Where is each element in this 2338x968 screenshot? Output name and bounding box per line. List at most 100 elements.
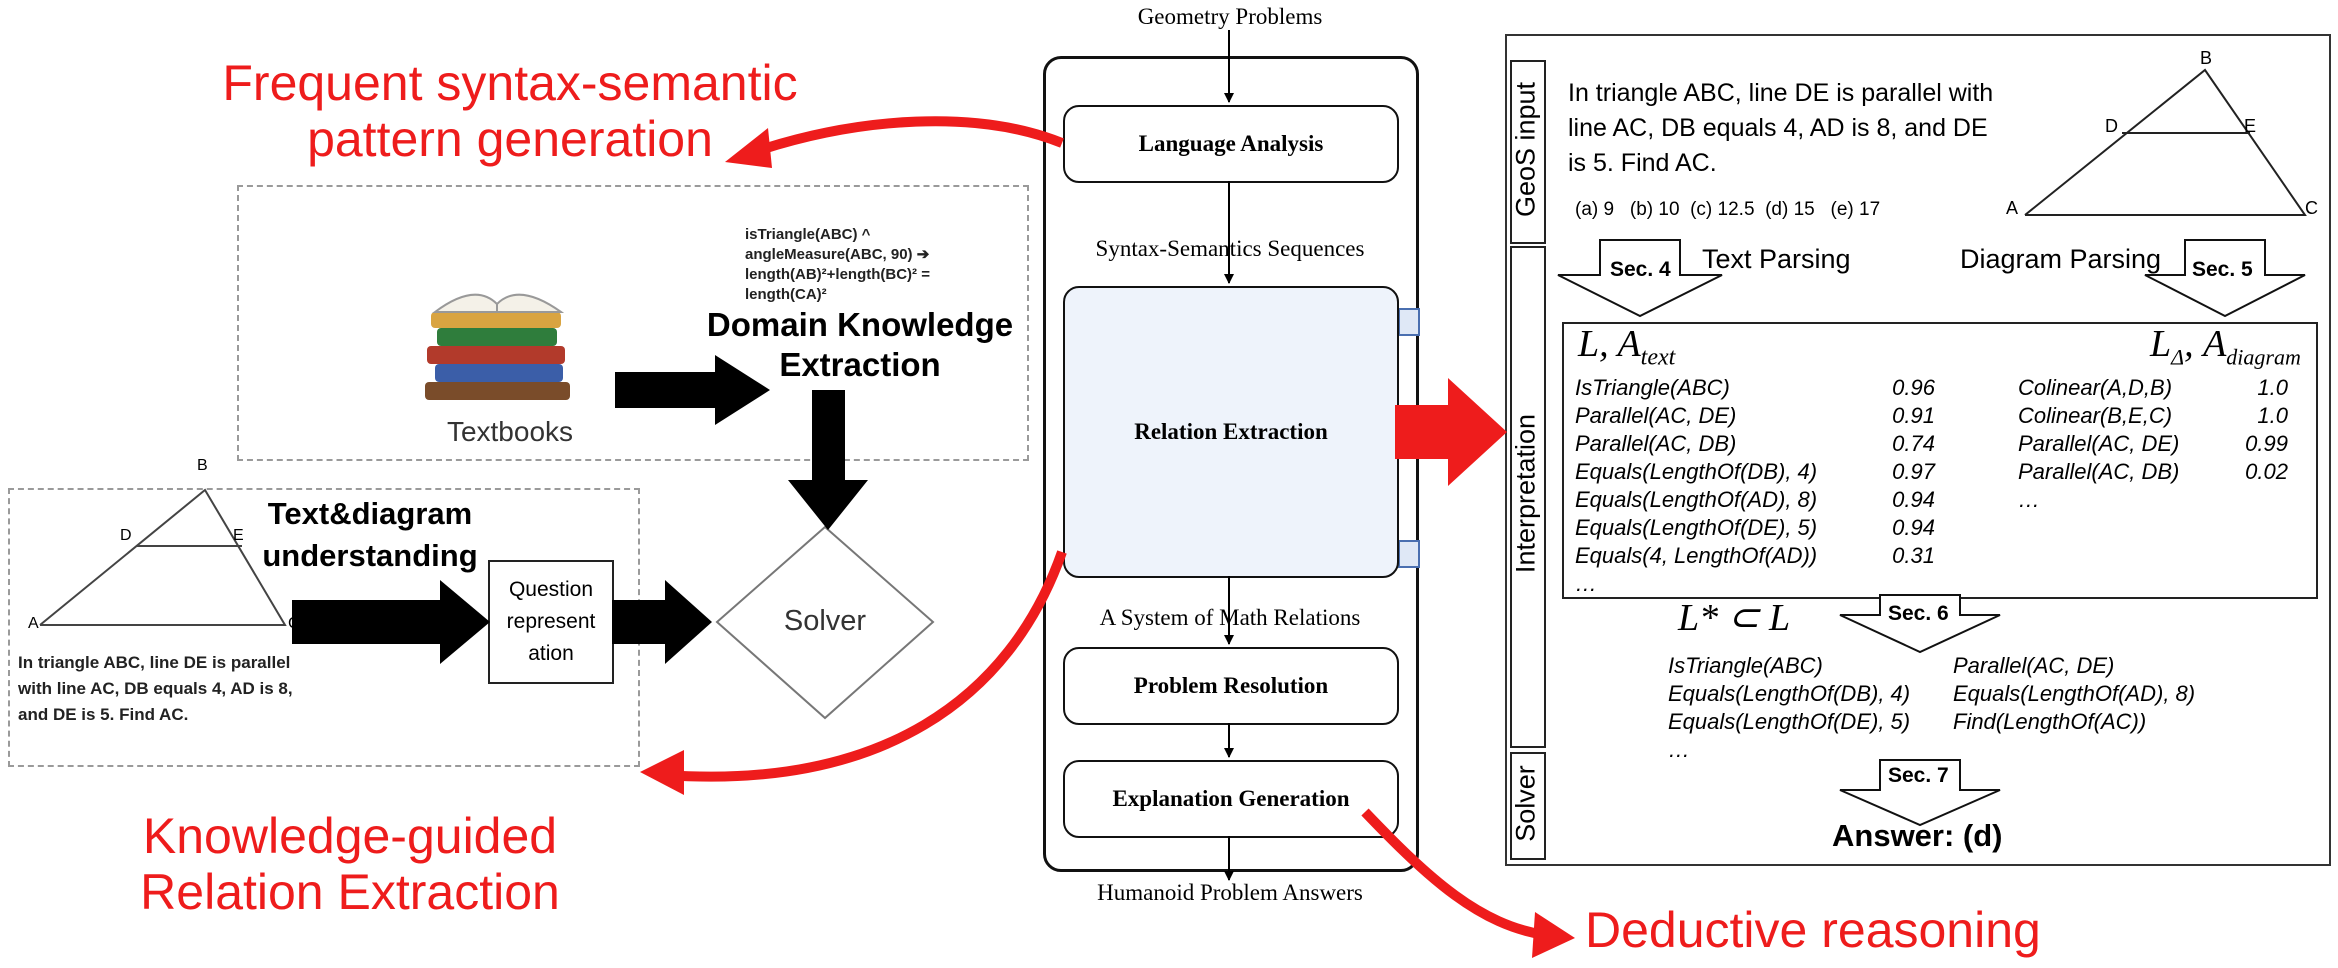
geos-problem-text: In triangle ABC, line DE is parallel wit… (1568, 79, 1994, 177)
formula-line: length(AB)²+length(BC)² = (745, 266, 930, 283)
text-set-header-main: L, A (1578, 323, 1641, 365)
problem-resolution-label: Problem Resolution (1133, 673, 1329, 698)
relation-name: Colinear(B,E,C) (2018, 403, 2173, 428)
books-icon (415, 282, 580, 412)
left-problem-text: In triangle ABC, line DE is parallel wit… (18, 653, 293, 724)
diagram-set-header-sub2: diagram (2226, 344, 2301, 370)
answer-label: Answer: (d) (1832, 818, 2003, 853)
relation-name: Colinear(A,D,B) (2018, 375, 2173, 400)
question-representation-label: Question represent ation (506, 578, 596, 665)
diagram-parsing-label: Diagram Parsing (1960, 244, 2162, 274)
side-label-solver: Solver (1510, 765, 1541, 842)
sec7-label: Sec. 7 (1888, 764, 1949, 787)
side-label-input: GeoS input (1510, 81, 1541, 218)
textbooks-label: Textbooks (446, 416, 574, 447)
syntax-semantics-label: Syntax-Semantics Sequences (1095, 236, 1365, 261)
diagram-set-header-sub: Δ (2171, 344, 2185, 370)
geos-choices: (a) 9 (b) 10 (c) 12.5 (d) 15 (e) 17 (1575, 199, 1881, 220)
point-label: B (2200, 48, 2213, 68)
pipeline-input-label: Geometry Problems (1137, 4, 1323, 29)
question-representation-box: Question represent ation (488, 560, 614, 684)
subset-item: IsTriangle(ABC) (1668, 653, 1823, 678)
knowledge-extraction-box (237, 185, 1029, 461)
math-relations-label: A System of Math Relations (1099, 605, 1361, 630)
subset-item: Equals(LengthOf(DE), 5) (1668, 709, 1911, 734)
relation-score: 0.91 (1892, 403, 1935, 428)
pipeline-output-label: Humanoid Problem Answers (1097, 880, 1363, 905)
relation-row: Equals(LengthOf(AD), 8) 0.94 (1575, 486, 1935, 514)
relation-name: Parallel(AC, DE) (2018, 431, 2180, 456)
frequent-pattern-label: Frequent syntax-semantic pattern generat… (222, 55, 798, 167)
relation-score: 0.96 (1892, 375, 1935, 400)
relation-score: 1.0 (2257, 403, 2288, 428)
relation-row: … (2018, 486, 2288, 514)
point-label: E (233, 527, 244, 544)
formula-line: isTriangle(ABC) ^ (745, 226, 871, 243)
relation-extraction-box: Relation Extraction (1063, 286, 1399, 578)
subset-item: … (1668, 737, 1690, 762)
right-triangle-diagram: B D E A C (2000, 48, 2320, 225)
subset-item: Parallel(AC, DE) (1953, 653, 2115, 678)
relation-name: Parallel(AC, DB) (1575, 431, 1737, 456)
connector-tab (1398, 540, 1420, 568)
sec5-label: Sec. 5 (2192, 258, 2253, 281)
relation-score: 0.94 (1892, 515, 1935, 540)
relation-name: IsTriangle(ABC) (1575, 375, 1730, 400)
relation-name: Equals(LengthOf(DE), 5) (1575, 515, 1818, 540)
relation-score: 0.94 (1892, 487, 1935, 512)
solver-label: Solver (783, 605, 867, 637)
domain-knowledge-label: Domain Knowledge Extraction (706, 306, 1014, 383)
point-label: C (2305, 198, 2318, 218)
relation-row: Parallel(AC, DE) 0.91 (1575, 402, 1935, 430)
language-analysis-label: Language Analysis (1138, 131, 1324, 156)
relation-row: … (1575, 570, 1935, 598)
text-set-header-sub: text (1640, 344, 1676, 371)
point-label: E (2244, 116, 2257, 136)
text-diagram-label: Text&diagram understanding (262, 496, 478, 573)
point-label: D (2105, 116, 2118, 136)
language-analysis-box: Language Analysis (1063, 105, 1399, 183)
explanation-generation-box: Explanation Generation (1063, 760, 1399, 838)
relation-row: Colinear(B,E,C) 1.0 (2018, 402, 2288, 430)
formula-line: length(CA)² (745, 286, 827, 303)
relation-name: Equals(LengthOf(DB), 4) (1575, 459, 1818, 484)
formula-line: angleMeasure(ABC, 90) ➔ (745, 246, 930, 263)
subset-item: Find(LengthOf(AC)) (1953, 709, 2147, 734)
point-label: A (2006, 198, 2019, 218)
relation-row: Parallel(AC, DE)0.99 (2018, 430, 2288, 458)
point-label: B (197, 457, 208, 474)
relation-name: Equals(LengthOf(AD), 8) (1575, 487, 1818, 512)
relation-name: Equals(4, LengthOf(AD)) (1575, 543, 1818, 568)
text-relations-list: IsTriangle(ABC) 0.96 Parallel(AC, DE) 0.91… (1575, 374, 1935, 598)
diagram-relations-list: Colinear(A,D,B) 1.0 Colinear(B,E,C) 1.0 Pa… (2018, 374, 2288, 514)
relation-name: … (1575, 571, 1597, 596)
side-box-interp (1510, 246, 1546, 748)
explanation-generation-label: Explanation Generation (1112, 786, 1350, 811)
subset-right-list: Parallel(AC, DE) Equals(LengthOf(AD), 8)… (1953, 652, 2253, 736)
formula-text: isTriangle(ABC) ^ angleMeasure(ABC, 90) … (745, 225, 1015, 305)
subset-item: Equals(LengthOf(AD), 8) (1953, 681, 2196, 706)
relation-row: Parallel(AC, DB) 0.74 (1575, 430, 1935, 458)
diagram-set-header: LΔ, Adiagram (2150, 322, 2301, 371)
knowledge-guided-label: Knowledge-guided Relation Extraction (140, 808, 560, 920)
subset-header: L* ⊂ L (1678, 597, 1791, 639)
side-label-interp: Interpretation (1510, 413, 1541, 574)
deductive-reasoning-label: Deductive reasoning (1585, 902, 2041, 958)
subset-left-list: IsTriangle(ABC) Equals(LengthOf(DB), 4) … (1668, 652, 1958, 764)
point-label: C (288, 615, 300, 632)
relation-row: Equals(4, LengthOf(AD)) 0.31 (1575, 542, 1935, 570)
left-triangle-diagram: B D E A C (20, 455, 300, 635)
sec4-label: Sec. 4 (1610, 258, 1671, 281)
relation-row: Parallel(AC, DB)0.02 (2018, 458, 2288, 486)
relation-name: Parallel(AC, DE) (1575, 403, 1737, 428)
diagram-set-header-main: L (2150, 323, 2172, 365)
relation-score: 1.0 (2257, 375, 2288, 400)
relation-row: IsTriangle(ABC) 0.96 (1575, 374, 1935, 402)
relation-row: Equals(LengthOf(DE), 5) 0.94 (1575, 514, 1935, 542)
relation-score: 0.74 (1892, 431, 1935, 456)
text-parsing-label: Text Parsing (1702, 244, 1851, 274)
relation-score: 0.02 (2245, 459, 2288, 484)
relation-score: 0.97 (1892, 459, 1935, 484)
relation-score: 0.31 (1892, 543, 1935, 568)
problem-resolution-box: Problem Resolution (1063, 647, 1399, 725)
